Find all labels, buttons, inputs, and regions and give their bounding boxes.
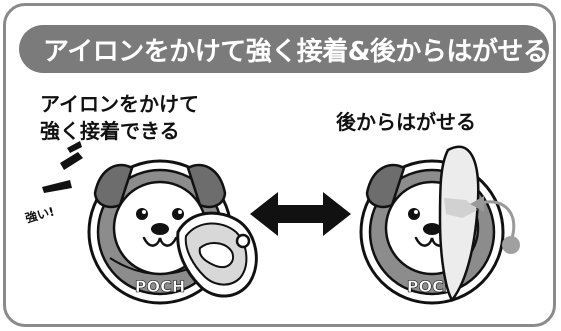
banner-title: アイロンをかけて強く接着&後からはがせる (43, 36, 549, 67)
left-caption-line2: 強く接着できる (40, 119, 180, 143)
double-arrow-icon (250, 192, 351, 236)
right-caption: 後からはがせる (336, 110, 476, 134)
emphasis-lines-icon (42, 141, 83, 193)
patch-text-left: POCH (135, 277, 185, 296)
title-banner: アイロンをかけて強く接着&後からはがせる (19, 25, 549, 73)
peel-direction-arrow-icon (470, 196, 520, 254)
peeling-film-icon (438, 145, 480, 303)
iron-icon (176, 211, 258, 298)
left-caption: アイロンをかけて 強く接着できる (40, 91, 199, 145)
dog-patch-right-icon: POCH (359, 159, 505, 305)
left-caption-line1: アイロンをかけて (40, 92, 199, 116)
